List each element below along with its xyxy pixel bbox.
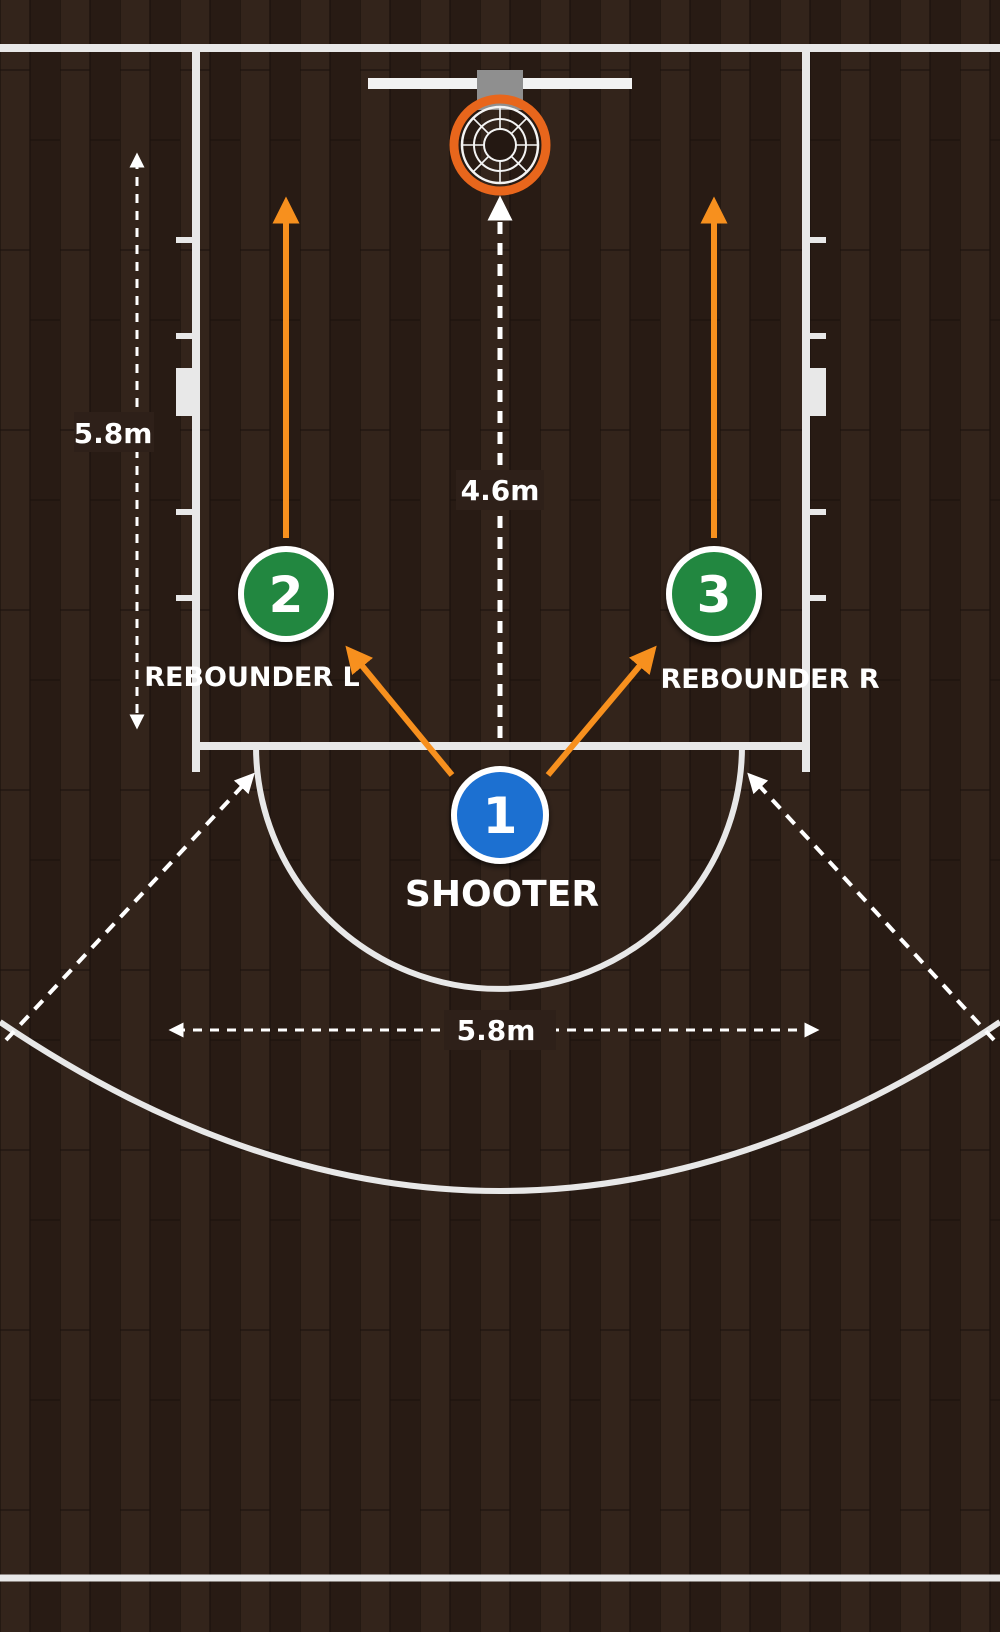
basketball-hoop-icon bbox=[449, 94, 551, 196]
approach-line-left bbox=[4, 772, 255, 1042]
player-1-shooter bbox=[451, 766, 549, 864]
lane-block-right bbox=[810, 368, 826, 416]
player-1-label: SHOOTER bbox=[405, 874, 599, 915]
dimension-label-bg-shot-distance bbox=[456, 470, 544, 510]
dimension-label-shot-distance: 4.6m bbox=[461, 474, 540, 507]
player-3-rebounder-right bbox=[666, 546, 762, 642]
player-2-number: 2 bbox=[269, 566, 304, 624]
dimension-label-lane-width: 5.8m bbox=[457, 1014, 536, 1047]
pass-arrow-right bbox=[545, 645, 657, 777]
lane-hash-marks-left bbox=[176, 237, 196, 601]
dimension-label-lane-length: 5.8m bbox=[74, 417, 153, 450]
approach-line-right bbox=[747, 772, 996, 1042]
dimension-label-bg-lane-width bbox=[444, 1010, 556, 1050]
player-3-number: 3 bbox=[697, 566, 732, 624]
lane-block-left bbox=[176, 368, 192, 416]
player-2-label: REBOUNDER L bbox=[144, 662, 360, 693]
player-2-rebounder-left bbox=[238, 546, 334, 642]
lane-hash-marks-right bbox=[806, 237, 826, 601]
player-3-label: REBOUNDER R bbox=[660, 664, 879, 695]
three-point-arc bbox=[0, 1019, 1000, 1194]
dimension-label-bg-lane-length bbox=[74, 412, 154, 452]
free-throw-circle bbox=[253, 745, 745, 992]
player-1-number: 1 bbox=[483, 787, 518, 845]
pass-arrow-left bbox=[345, 645, 455, 777]
